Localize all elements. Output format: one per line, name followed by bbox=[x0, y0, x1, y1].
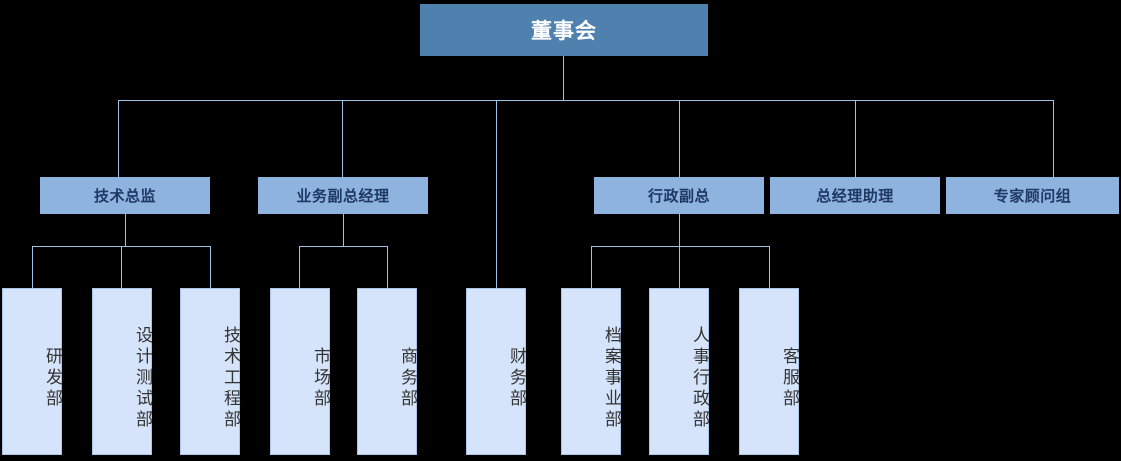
connector-business-to-commerce bbox=[387, 246, 388, 288]
org-node-gm-assistant[interactable]: 总经理助理 bbox=[770, 177, 940, 214]
org-node-commerce-dept[interactable]: 商务部 bbox=[357, 288, 417, 455]
connector-bus-to-assistant bbox=[855, 100, 856, 177]
connector-tech-stem bbox=[125, 214, 126, 246]
org-node-customer-service-dept[interactable]: 客服部 bbox=[739, 288, 799, 455]
connector-bus-to-advisors bbox=[1053, 100, 1054, 177]
connector-tech-to-qa bbox=[121, 246, 122, 288]
connector-tech-to-engineering bbox=[210, 246, 211, 288]
connector-main-bus bbox=[118, 100, 1054, 101]
org-node-hr-admin-dept-label: 人事行政部 bbox=[690, 326, 709, 431]
connector-bus-to-business bbox=[342, 100, 343, 177]
connector-business-bus bbox=[299, 246, 387, 247]
org-node-gm-assistant-label: 总经理助理 bbox=[816, 188, 894, 205]
org-node-marketing-dept[interactable]: 市场部 bbox=[270, 288, 330, 455]
org-node-business-vp[interactable]: 业务副总经理 bbox=[258, 177, 428, 214]
connector-business-stem bbox=[343, 214, 344, 246]
org-node-marketing-dept-label: 市场部 bbox=[311, 347, 330, 410]
org-node-design-test-dept-label: 设计测试部 bbox=[133, 326, 152, 431]
org-node-board[interactable]: 董事会 bbox=[420, 4, 708, 56]
org-node-customer-service-dept-label: 客服部 bbox=[780, 347, 799, 410]
org-node-tech-director-label: 技术总监 bbox=[93, 188, 156, 205]
org-node-finance-dept-label: 财务部 bbox=[507, 347, 526, 410]
org-node-rd-dept[interactable]: 研发部 bbox=[2, 288, 62, 455]
org-node-board-label: 董事会 bbox=[531, 20, 597, 43]
connector-admin-to-archives bbox=[591, 246, 592, 288]
connector-business-to-marketing bbox=[299, 246, 300, 288]
org-node-expert-advisors-label: 专家顾问组 bbox=[993, 188, 1072, 205]
connector-tech-to-rd bbox=[32, 246, 33, 288]
connector-admin-bus bbox=[591, 246, 769, 247]
org-node-archives-dept-label: 档案事业部 bbox=[602, 326, 621, 431]
org-node-admin-vp-label: 行政副总 bbox=[647, 188, 710, 205]
connector-root-stem bbox=[563, 56, 564, 101]
connector-admin-to-hr bbox=[679, 246, 680, 288]
org-node-hr-admin-dept[interactable]: 人事行政部 bbox=[649, 288, 709, 455]
org-node-admin-vp[interactable]: 行政副总 bbox=[594, 177, 764, 214]
org-node-archives-dept[interactable]: 档案事业部 bbox=[561, 288, 621, 455]
org-node-tech-engineering-dept-label: 技术工程部 bbox=[221, 326, 240, 431]
connector-bus-to-tech bbox=[118, 100, 119, 177]
org-node-business-vp-label: 业务副总经理 bbox=[296, 188, 390, 205]
org-node-design-test-dept[interactable]: 设计测试部 bbox=[92, 288, 152, 455]
org-node-tech-director[interactable]: 技术总监 bbox=[40, 177, 210, 214]
org-node-rd-dept-label: 研发部 bbox=[43, 347, 62, 410]
connector-bus-to-admin bbox=[679, 100, 680, 177]
org-node-tech-engineering-dept[interactable]: 技术工程部 bbox=[180, 288, 240, 455]
org-node-expert-advisors[interactable]: 专家顾问组 bbox=[946, 177, 1119, 214]
connector-bus-to-finance bbox=[496, 100, 497, 288]
org-node-commerce-dept-label: 商务部 bbox=[398, 347, 417, 410]
connector-admin-stem bbox=[679, 214, 680, 246]
connector-admin-to-support bbox=[769, 246, 770, 288]
org-node-finance-dept[interactable]: 财务部 bbox=[466, 288, 526, 455]
